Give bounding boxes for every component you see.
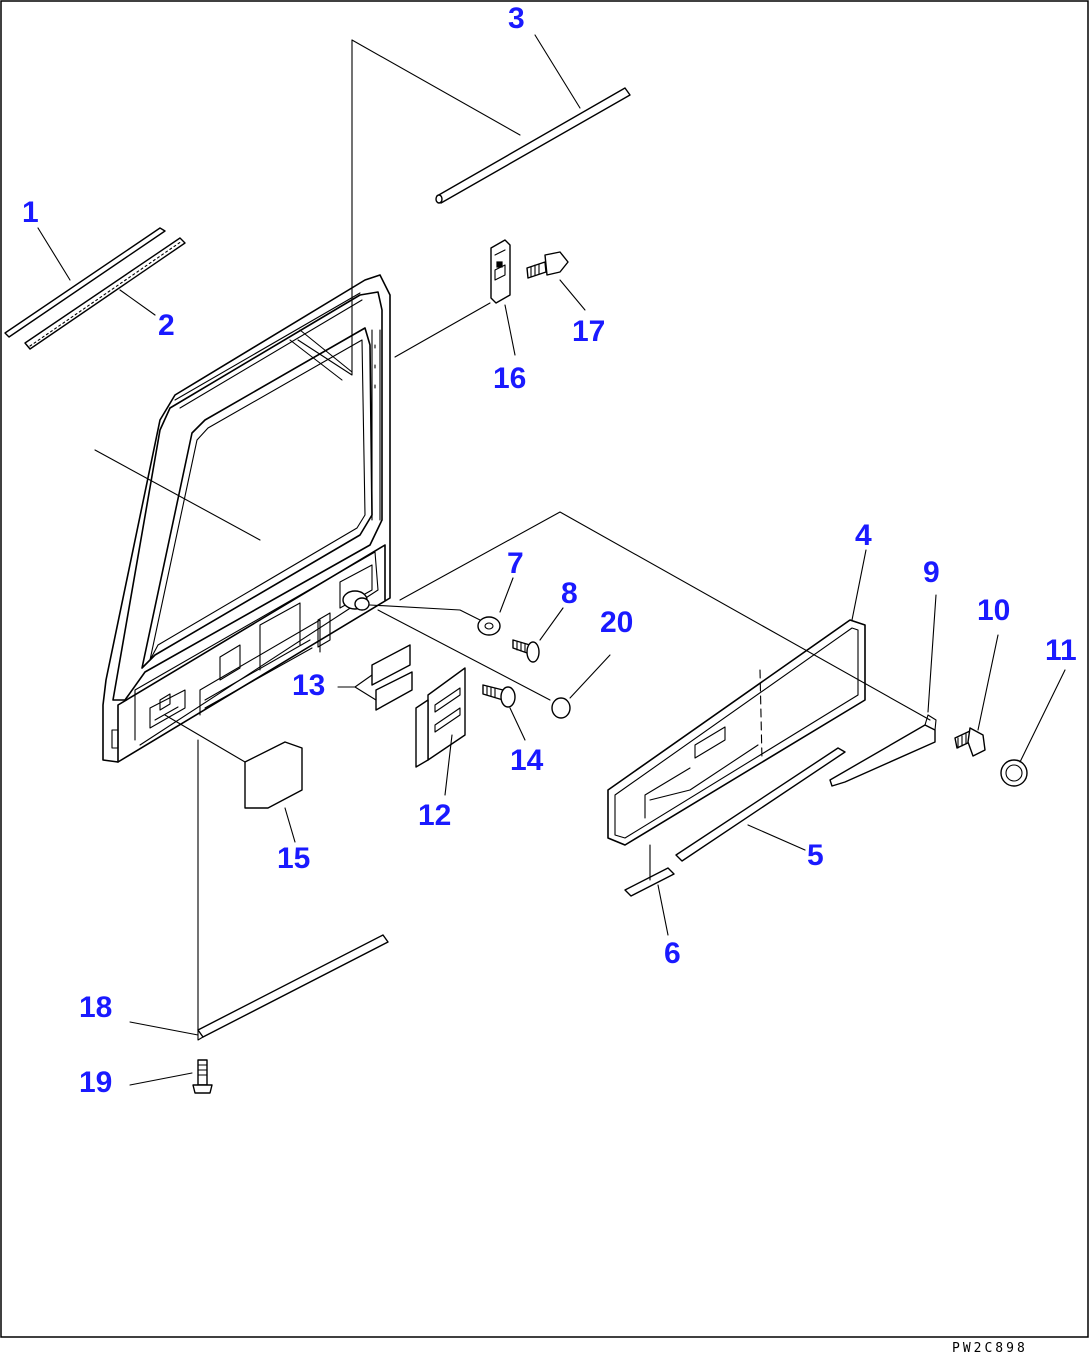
callout-1: 1 — [22, 196, 39, 229]
part-8-screw — [512, 639, 540, 663]
part-13-clips — [371, 644, 413, 711]
callout-7: 7 — [507, 547, 524, 580]
part-7-washer — [477, 616, 501, 636]
callout-3: 3 — [508, 2, 525, 35]
part-6-pad — [624, 867, 675, 897]
part-9-handle-rod — [829, 714, 937, 787]
callout-2: 2 — [158, 309, 175, 342]
part-20-plug — [551, 697, 571, 719]
part-17-bolt — [526, 251, 569, 279]
callout-8: 8 — [561, 577, 578, 610]
callout-14: 14 — [510, 744, 544, 777]
part-2-seal-strip — [24, 237, 186, 350]
callout-13: 13 — [292, 669, 325, 702]
part-18-bottom-rail — [197, 934, 389, 1041]
part-4-trim-panel — [607, 619, 866, 846]
callout-19: 19 — [79, 1066, 112, 1099]
callout-20: 20 — [600, 606, 633, 639]
part-12-hinge-plate — [415, 667, 466, 768]
callout-17: 17 — [572, 315, 605, 348]
part-1-moulding-strip — [4, 227, 166, 338]
callout-18: 18 — [79, 991, 112, 1024]
callout-4: 4 — [855, 519, 872, 552]
part-15-cover-sheet — [244, 741, 303, 809]
part-11-cap — [1000, 759, 1028, 787]
part-19-screw — [192, 1059, 213, 1094]
leader-lines — [37, 34, 1066, 1086]
callout-5: 5 — [807, 839, 824, 872]
callout-11: 11 — [1045, 634, 1077, 667]
drawing-code: PW2C898 — [952, 1341, 1028, 1356]
callout-9: 9 — [923, 556, 940, 589]
callout-16: 16 — [493, 362, 526, 395]
callout-12: 12 — [418, 799, 451, 832]
part-10-bolt — [954, 727, 986, 757]
part-14-bolt — [482, 684, 516, 708]
part-16-striker-plate — [490, 239, 511, 304]
callout-10: 10 — [977, 594, 1010, 627]
part-5-pad — [675, 747, 846, 862]
door-frame — [102, 274, 391, 763]
callout-15: 15 — [277, 842, 310, 875]
callout-6: 6 — [664, 937, 681, 970]
callout-labels: 1 2 3 4 5 6 7 8 9 10 11 12 13 14 15 16 1… — [22, 2, 1077, 1099]
part-3-top-rail — [435, 87, 631, 204]
